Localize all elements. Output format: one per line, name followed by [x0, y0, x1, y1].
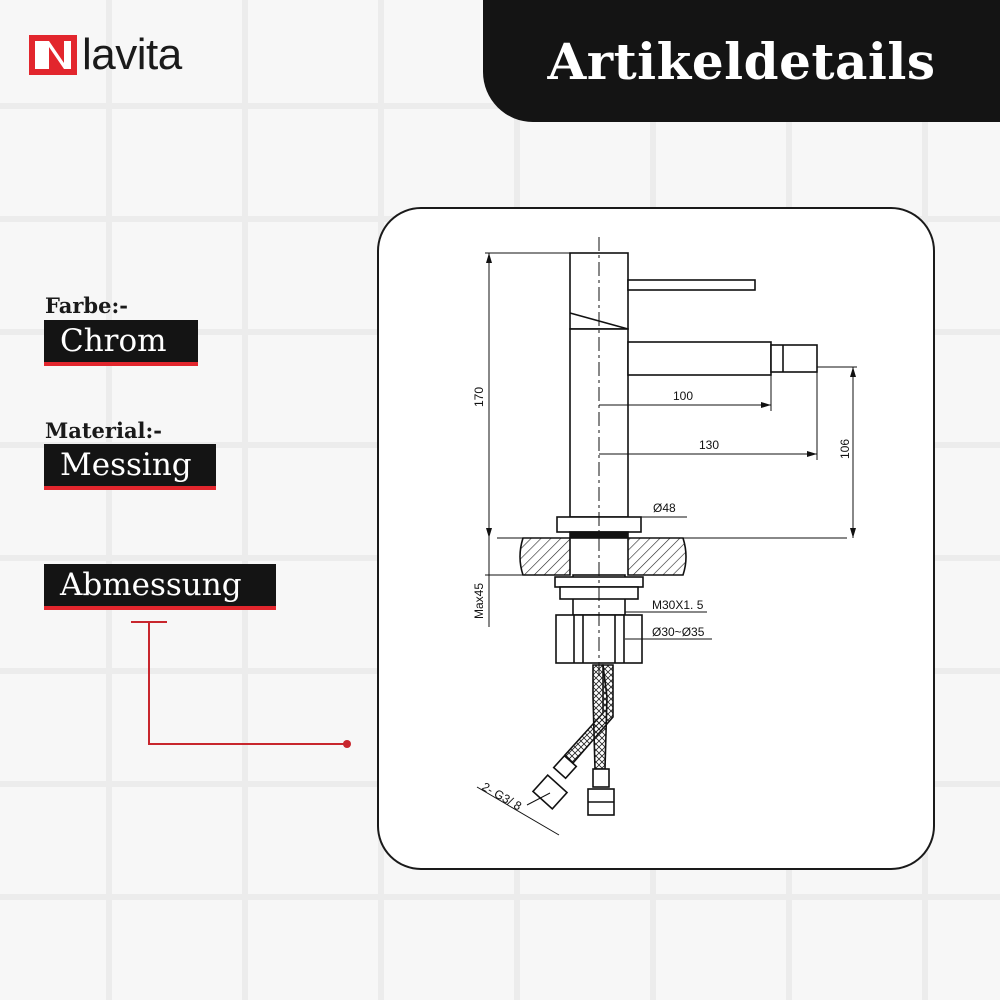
dimension-label: Abmessung [44, 564, 276, 610]
brand-logo: lavita [28, 30, 182, 80]
material-label: Material:- [45, 418, 163, 443]
dim-hose-thread-label: 2- G3/ 8 [480, 779, 525, 813]
page-title: Artikeldetails [547, 31, 936, 91]
dim-spout-height-label: 106 [838, 439, 852, 459]
dim-hole-diameter-label: Ø30~Ø35 [652, 625, 705, 639]
dim-reach-outer-label: 130 [699, 438, 719, 452]
lever-handle [627, 279, 756, 291]
dim-height-label: 170 [472, 387, 486, 407]
hose-fitting-left [531, 754, 578, 811]
hose-fitting-right [587, 768, 615, 816]
dim-max-thickness-label: Max45 [472, 583, 486, 619]
dim-thread-label: M30X1. 5 [652, 598, 704, 612]
spout-aerator [770, 344, 818, 373]
material-value: Messing [44, 444, 216, 490]
hose-right [592, 664, 608, 770]
counter-left [519, 537, 571, 576]
color-label: Farbe:- [45, 293, 128, 318]
dim-base-diameter-label: Ø48 [653, 501, 676, 515]
technical-drawing: 170 100 130 106 Ø48 Max45 M30X1. 5 Ø30~Ø… [472, 237, 857, 836]
color-value: Chrom [44, 320, 198, 366]
lavita-logo-icon [29, 35, 77, 75]
counter-right [627, 537, 687, 576]
header-banner: Artikeldetails [483, 0, 1000, 122]
logo-text: lavita [82, 30, 182, 79]
dim-reach-inner-label: 100 [673, 389, 693, 403]
faucet-spout [627, 341, 772, 376]
